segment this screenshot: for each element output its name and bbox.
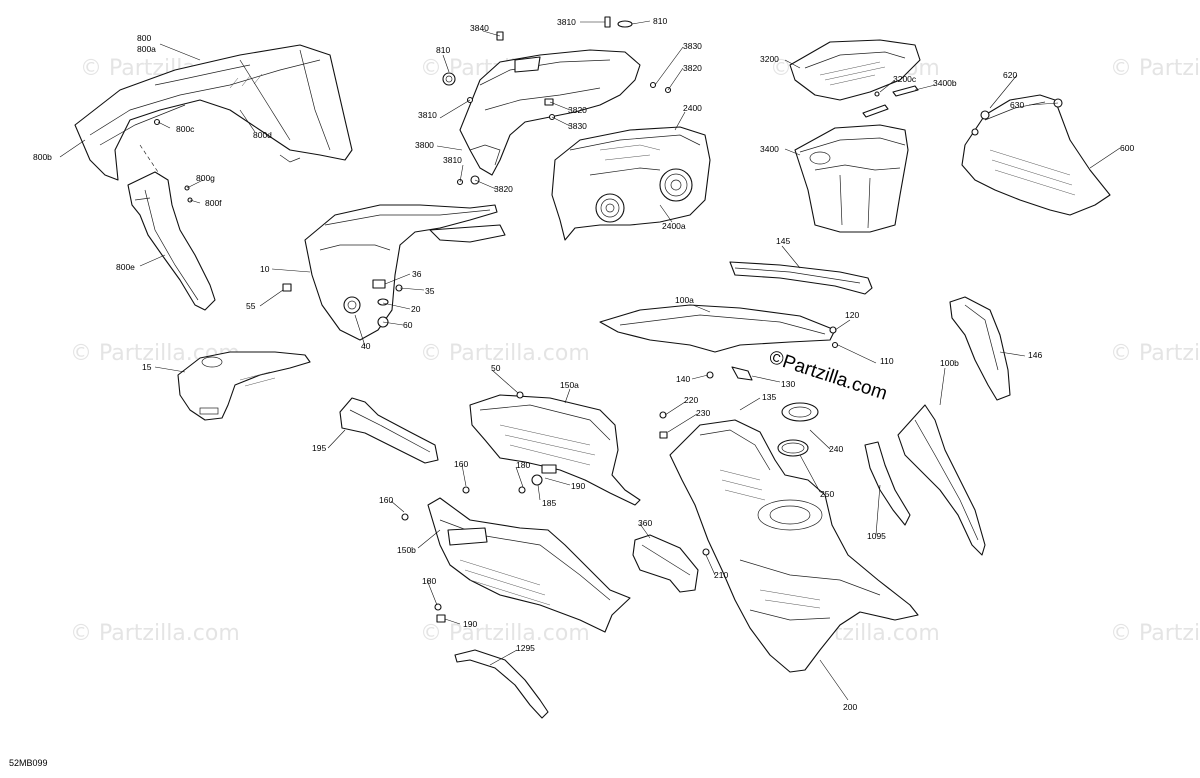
label-3830-mid: 3830 [568, 121, 587, 131]
label-36: 36 [412, 269, 422, 279]
part-100b-side-rail [897, 404, 986, 556]
label-150b: 150b [397, 545, 416, 555]
part-10-inner-dash [282, 204, 506, 341]
label-35: 35 [425, 286, 435, 296]
label-800a: 800a [137, 44, 156, 54]
part-240-250-rings [777, 402, 819, 457]
label-2400a: 2400a [662, 221, 686, 231]
label-145: 145 [776, 236, 790, 246]
label-210: 210 [714, 570, 728, 580]
part-800e-bracket [127, 144, 216, 311]
label-200: 200 [843, 702, 857, 712]
label-3400: 3400 [760, 144, 779, 154]
diagram-code: 52MB099 [9, 758, 48, 768]
label-3200: 3200 [760, 54, 779, 64]
label-800g: 800g [196, 173, 215, 183]
label-55: 55 [246, 301, 256, 311]
label-3830-top: 3830 [683, 41, 702, 51]
label-800e: 800e [116, 262, 135, 272]
watermark-text: © Partzilla.com [420, 341, 590, 366]
part-150b-lower-panel [401, 486, 631, 633]
label-180-lower: 180 [422, 576, 436, 586]
label-100a: 100a [675, 295, 694, 305]
label-190-lower: 190 [463, 619, 477, 629]
label-180-upper: 180 [516, 460, 530, 470]
label-250: 250 [820, 489, 834, 499]
label-800: 800 [137, 33, 151, 43]
part-600-panel [961, 94, 1111, 216]
label-800f: 800f [205, 198, 222, 208]
part-195-trim [339, 397, 439, 464]
label-160-lower: 160 [379, 495, 393, 505]
label-160-upper: 160 [454, 459, 468, 469]
label-60: 60 [403, 320, 413, 330]
part-1295-seal [454, 649, 549, 719]
label-146: 146 [1028, 350, 1042, 360]
label-2400: 2400 [683, 103, 702, 113]
label-630: 630 [1010, 100, 1024, 110]
part-3200-lid [789, 39, 921, 118]
label-3840: 3840 [470, 23, 489, 33]
label-1295: 1295 [516, 643, 535, 653]
label-190-upper: 190 [571, 481, 585, 491]
part-3400-storage-bin [794, 124, 909, 233]
label-220: 220 [684, 395, 698, 405]
label-110: 110 [880, 356, 894, 366]
label-100b: 100b [940, 358, 959, 368]
label-50: 50 [491, 363, 501, 373]
label-3820-mid: 3820 [568, 105, 587, 115]
label-3200c: 3200c [893, 74, 917, 84]
part-146-trim [949, 296, 1011, 401]
label-195: 195 [312, 443, 326, 453]
watermark-text: © Partzilla.com [1110, 56, 1200, 81]
label-800c: 800c [176, 124, 195, 134]
label-3810-low: 3810 [443, 155, 462, 165]
label-20: 20 [411, 304, 421, 314]
label-3810-left: 3810 [418, 110, 437, 120]
part-100a-rail [599, 304, 839, 381]
label-150a: 150a [560, 380, 579, 390]
label-40: 40 [361, 341, 371, 351]
part-15-module [177, 351, 311, 421]
label-135: 135 [762, 392, 776, 402]
label-10: 10 [260, 264, 270, 274]
label-15: 15 [142, 362, 152, 372]
label-230: 230 [696, 408, 710, 418]
label-140: 140 [676, 374, 690, 384]
label-240: 240 [829, 444, 843, 454]
label-620: 620 [1003, 70, 1017, 80]
part-1095-strip [864, 441, 911, 526]
watermark-text: © Partzilla.com [1110, 341, 1200, 366]
part-2400-headlight [551, 126, 711, 241]
label-800d: 800d [253, 130, 272, 140]
label-600: 600 [1120, 143, 1134, 153]
watermark-text: © Partzilla.com [70, 621, 240, 646]
label-1095: 1095 [867, 531, 886, 541]
watermark-text: © Partzilla.com [1110, 621, 1200, 646]
leader-lines [59, 20, 1121, 701]
label-3800: 3800 [415, 140, 434, 150]
label-130: 130 [781, 379, 795, 389]
label-185: 185 [542, 498, 556, 508]
part-150a-side-panel [469, 391, 641, 506]
label-3400b: 3400b [933, 78, 957, 88]
part-800-front-fairing [74, 44, 353, 181]
watermark-text: © Partzilla.com [420, 621, 590, 646]
label-810-left: 810 [436, 45, 450, 55]
label-810-top: 810 [653, 16, 667, 26]
label-3820-top: 3820 [683, 63, 702, 73]
part-200-main-body [659, 411, 919, 673]
part-360-bracket [632, 534, 699, 593]
label-3810-top: 3810 [557, 17, 576, 27]
brand-watermark: ©Partzilla.com [766, 347, 889, 405]
callout-labels: 800 800a 800b 800c 800d 800g 800f 800e 3… [33, 16, 1134, 712]
label-3820-low: 3820 [494, 184, 513, 194]
part-145-strip [729, 261, 873, 295]
label-800b: 800b [33, 152, 52, 162]
label-120: 120 [845, 310, 859, 320]
label-360: 360 [638, 518, 652, 528]
